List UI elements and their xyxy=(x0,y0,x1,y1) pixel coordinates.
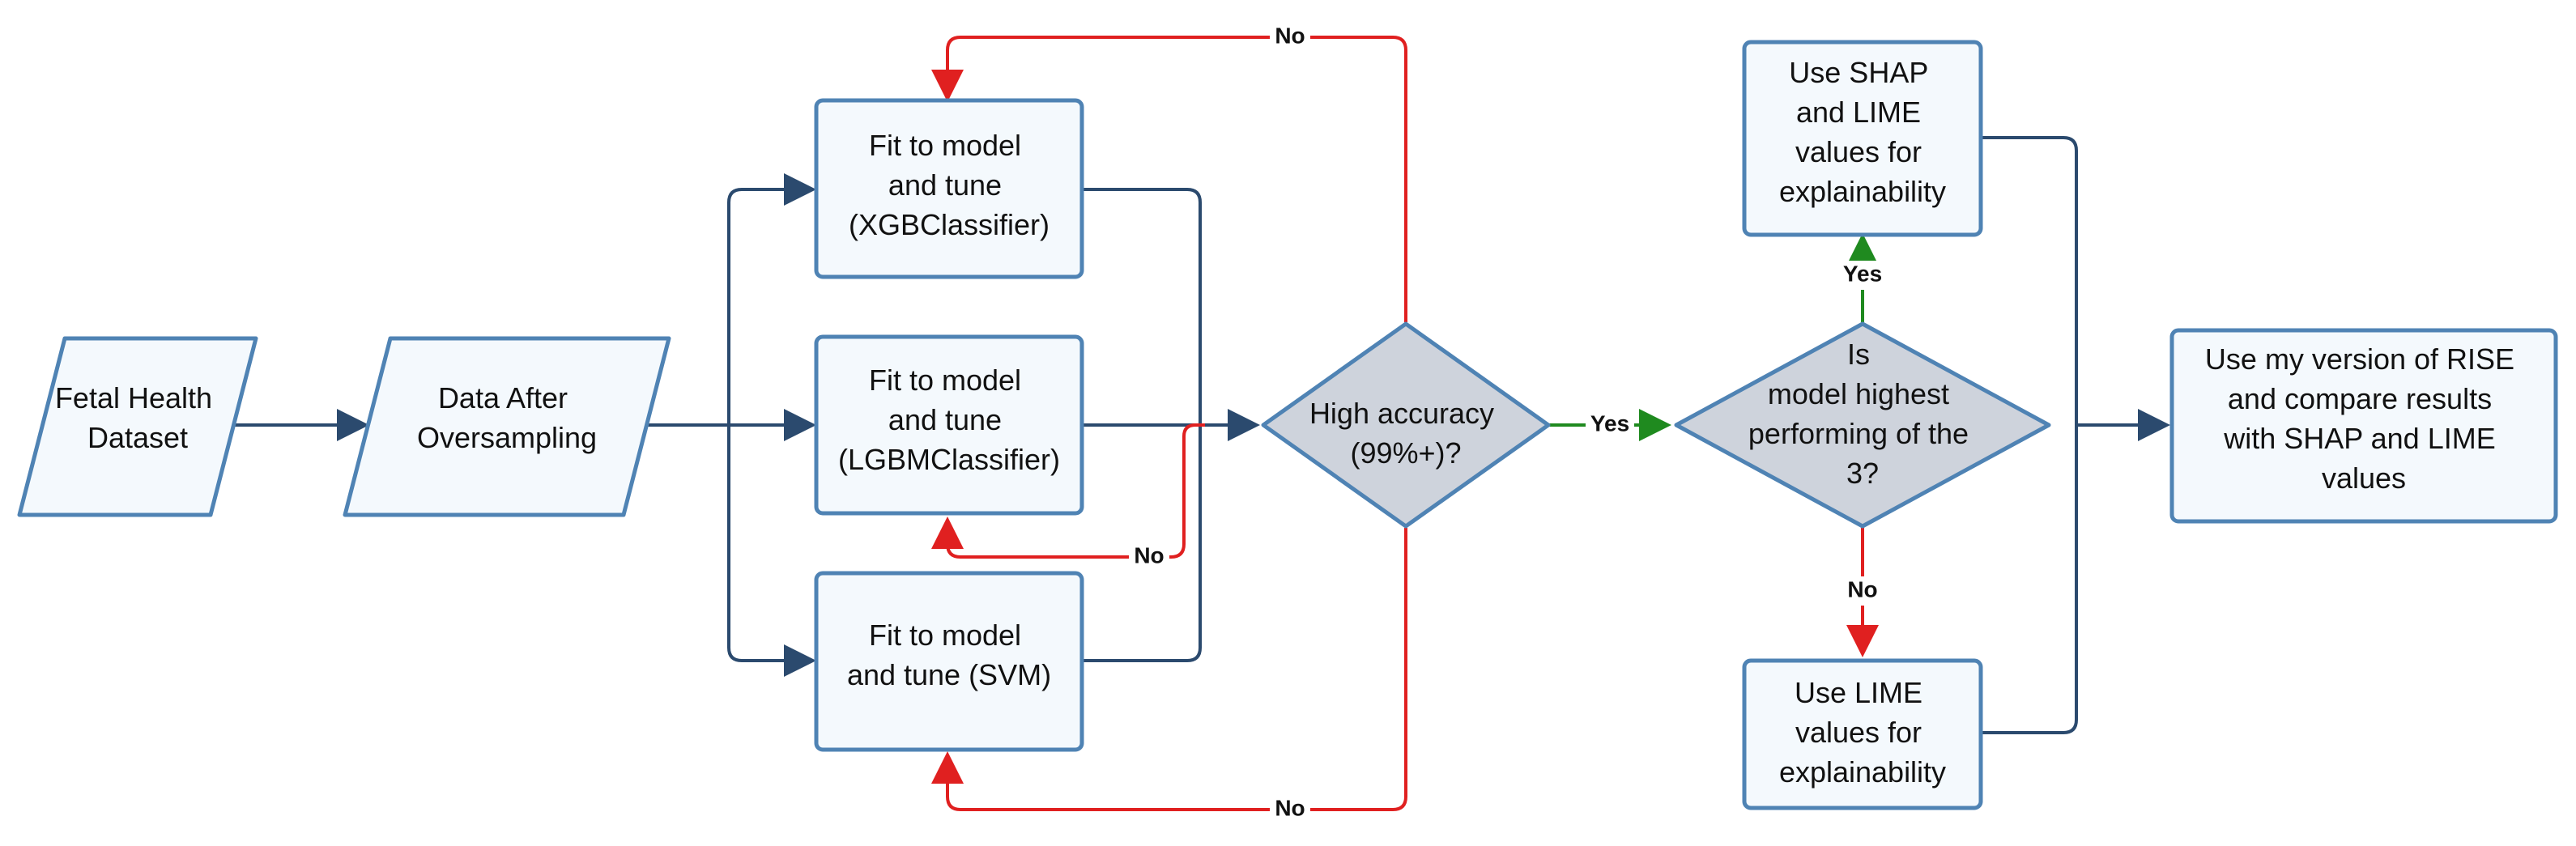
merge-svm-out xyxy=(1084,425,1202,662)
high-accuracy-label: High accuracy (99%+)? xyxy=(1309,397,1502,470)
edge-label-no-top: No xyxy=(1270,23,1310,52)
fit-xgbclassifier-label: Fit to model and tune (XGBClassifier) xyxy=(849,129,1050,241)
arrow-no-top-to-xgb xyxy=(931,36,1407,322)
svg-text:No: No xyxy=(1275,795,1305,820)
data-after-oversampling-label: Data After Oversampling xyxy=(417,381,597,454)
merge-xgb-out xyxy=(1084,188,1202,425)
arrow-branch-to-xgb xyxy=(727,173,816,425)
svg-text:Yes: Yes xyxy=(1590,410,1629,436)
edge-label-yes-right: Yes xyxy=(1586,410,1634,440)
node-use-lime: Use LIME values for explainability xyxy=(1742,658,1983,810)
node-fit-xgbclassifier: Fit to model and tune (XGBClassifier) xyxy=(814,98,1084,279)
node-fit-svm: Fit to model and tune (SVM) xyxy=(814,571,1084,752)
svg-text:No: No xyxy=(1134,542,1164,568)
decision-high-accuracy: High accuracy (99%+)? xyxy=(1261,321,1551,529)
node-data-after-oversampling: Data After Oversampling xyxy=(343,336,671,517)
svg-text:No: No xyxy=(1275,23,1305,48)
use-rise-label: Use my version of RISE and compare resul… xyxy=(2205,342,2523,495)
edge-label-yes-up: Yes xyxy=(1837,261,1888,290)
svg-text:Yes: Yes xyxy=(1843,261,1882,286)
arrow-no-bottom-to-svm xyxy=(931,528,1407,811)
no-connectors xyxy=(931,36,1879,811)
node-fetal-health-dataset: Fetal Health Dataset xyxy=(17,336,258,517)
node-use-shap-and-lime: Use SHAP and LIME values for explainabil… xyxy=(1742,40,1983,237)
arrow-branch-to-svm xyxy=(727,425,816,677)
fetal-health-dataset-label: Fetal Health Dataset xyxy=(55,381,220,454)
svg-text:No: No xyxy=(1847,576,1877,602)
main-connectors xyxy=(233,136,2170,734)
edge-label-no-bottom: No xyxy=(1270,795,1310,824)
use-lime-label: Use LIME values for explainability xyxy=(1779,676,1946,789)
node-fit-lgbmclassifier: Fit to model and tune (LGBMClassifier) xyxy=(814,334,1084,516)
highest-performing-label: Is model highest performing of the 3? xyxy=(1748,338,1977,490)
fit-lgbmclassifier-label: Fit to model and tune (LGBMClassifier) xyxy=(838,363,1060,476)
edge-label-no-middle: No xyxy=(1129,542,1169,572)
merge-lime-out xyxy=(1982,425,2078,734)
fit-svm-label: Fit to model and tune (SVM) xyxy=(847,619,1051,691)
node-use-rise: Use my version of RISE and compare resul… xyxy=(2169,328,2558,524)
use-shap-and-lime-label: Use SHAP and LIME values for explainabil… xyxy=(1779,56,1946,208)
merge-shap-out xyxy=(1982,136,2078,425)
edge-label-no-down: No xyxy=(1842,576,1884,606)
decision-highest-performing: Is model highest performing of the 3? xyxy=(1674,321,2051,529)
arrow-no-mid-to-lgbm xyxy=(931,423,1205,559)
